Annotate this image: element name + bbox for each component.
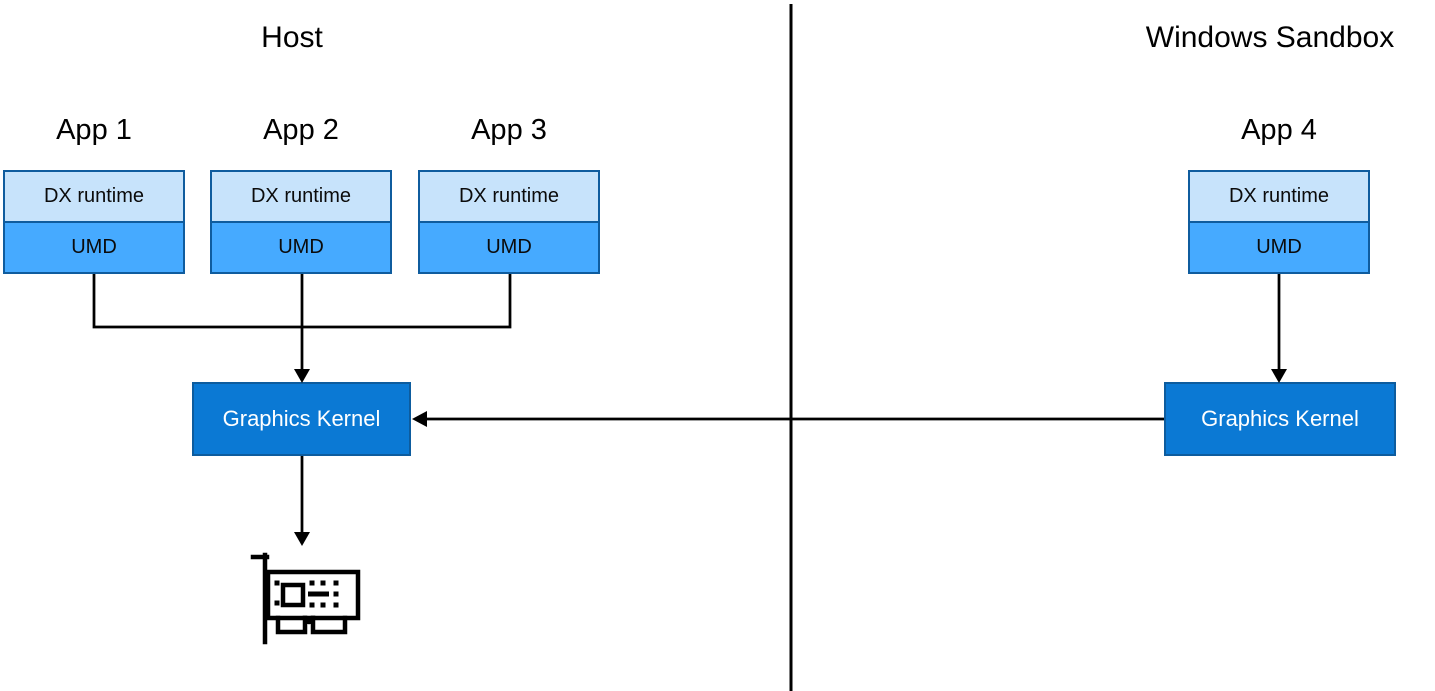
sandbox-graphics-kernel-box: Graphics Kernel [1164, 382, 1396, 456]
app2-label: App 2 [263, 114, 339, 146]
host-title: Host [261, 21, 323, 54]
host-graphics-kernel-box: Graphics Kernel [192, 382, 411, 456]
app3-umd-layer: UMD [420, 223, 598, 272]
app4-label: App 4 [1241, 114, 1317, 146]
sandbox-title: Windows Sandbox [1145, 21, 1395, 54]
app2-to-kernel-arrowhead [294, 369, 310, 383]
app2-dx-runtime-layer: DX runtime [212, 172, 390, 223]
app3-box: DX runtime UMD [418, 170, 600, 274]
app3-dx-runtime-layer: DX runtime [420, 172, 598, 223]
sandbox-kernel-to-host-kernel-arrowhead [412, 411, 427, 427]
app1-box: DX runtime UMD [3, 170, 185, 274]
app1-dx-runtime-layer: DX runtime [5, 172, 183, 223]
app2-box: DX runtime UMD [210, 170, 392, 274]
kernel-to-gpu-arrowhead [294, 532, 310, 546]
app4-box: DX runtime UMD [1188, 170, 1370, 274]
app3-label: App 3 [471, 114, 547, 146]
app4-umd-layer: UMD [1190, 223, 1368, 272]
app2-umd-layer: UMD [212, 223, 390, 272]
app1-label: App 1 [56, 114, 132, 146]
app4-to-kernel-arrowhead [1271, 369, 1287, 383]
graphics-card-icon [250, 552, 361, 645]
app1-umd-layer: UMD [5, 223, 183, 272]
app4-dx-runtime-layer: DX runtime [1190, 172, 1368, 223]
